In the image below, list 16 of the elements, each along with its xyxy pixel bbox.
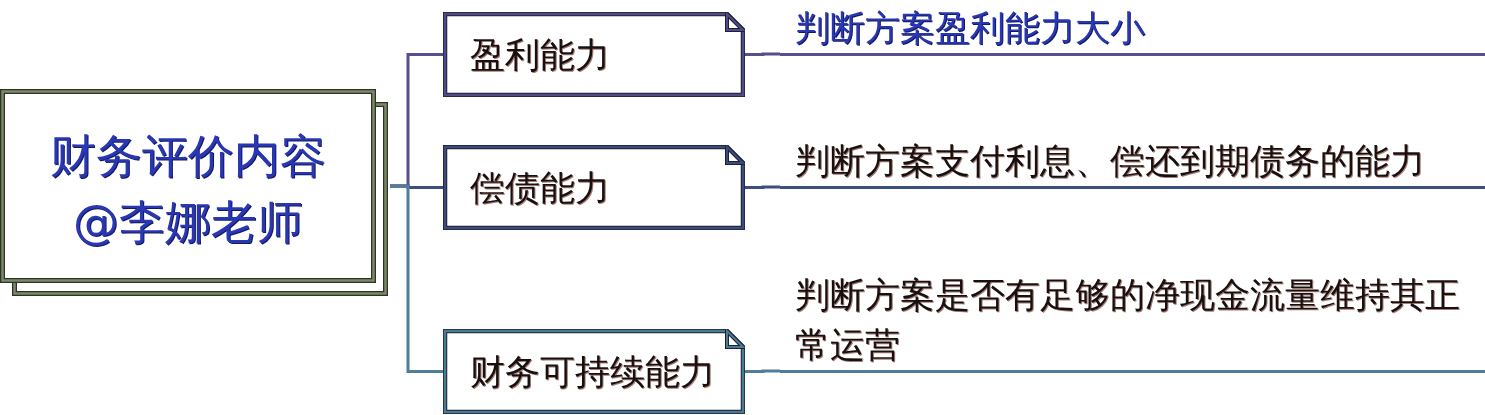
connector-line	[390, 184, 443, 373]
note-box	[443, 329, 745, 414]
author-credit: @李娜老师	[73, 194, 303, 251]
topic-label: 偿债能力	[470, 166, 610, 210]
note-box	[443, 12, 745, 97]
description-text: 判断方案是否有足够的净现金流量维持其正常运营	[795, 273, 1461, 367]
connector-line	[745, 369, 780, 373]
description-text: 判断方案盈利能力大小	[795, 6, 1145, 50]
description-text: 判断方案支付利息、偿还到期债务的能力	[795, 139, 1425, 183]
topic-title: 财务评价内容	[50, 128, 326, 185]
root-topic-box	[0, 89, 390, 299]
connector-line	[745, 52, 780, 56]
note-box	[443, 145, 745, 230]
topic-label: 盈利能力	[470, 33, 610, 77]
connector-line	[745, 185, 780, 189]
topic-label: 财务可持续能力	[470, 350, 715, 394]
